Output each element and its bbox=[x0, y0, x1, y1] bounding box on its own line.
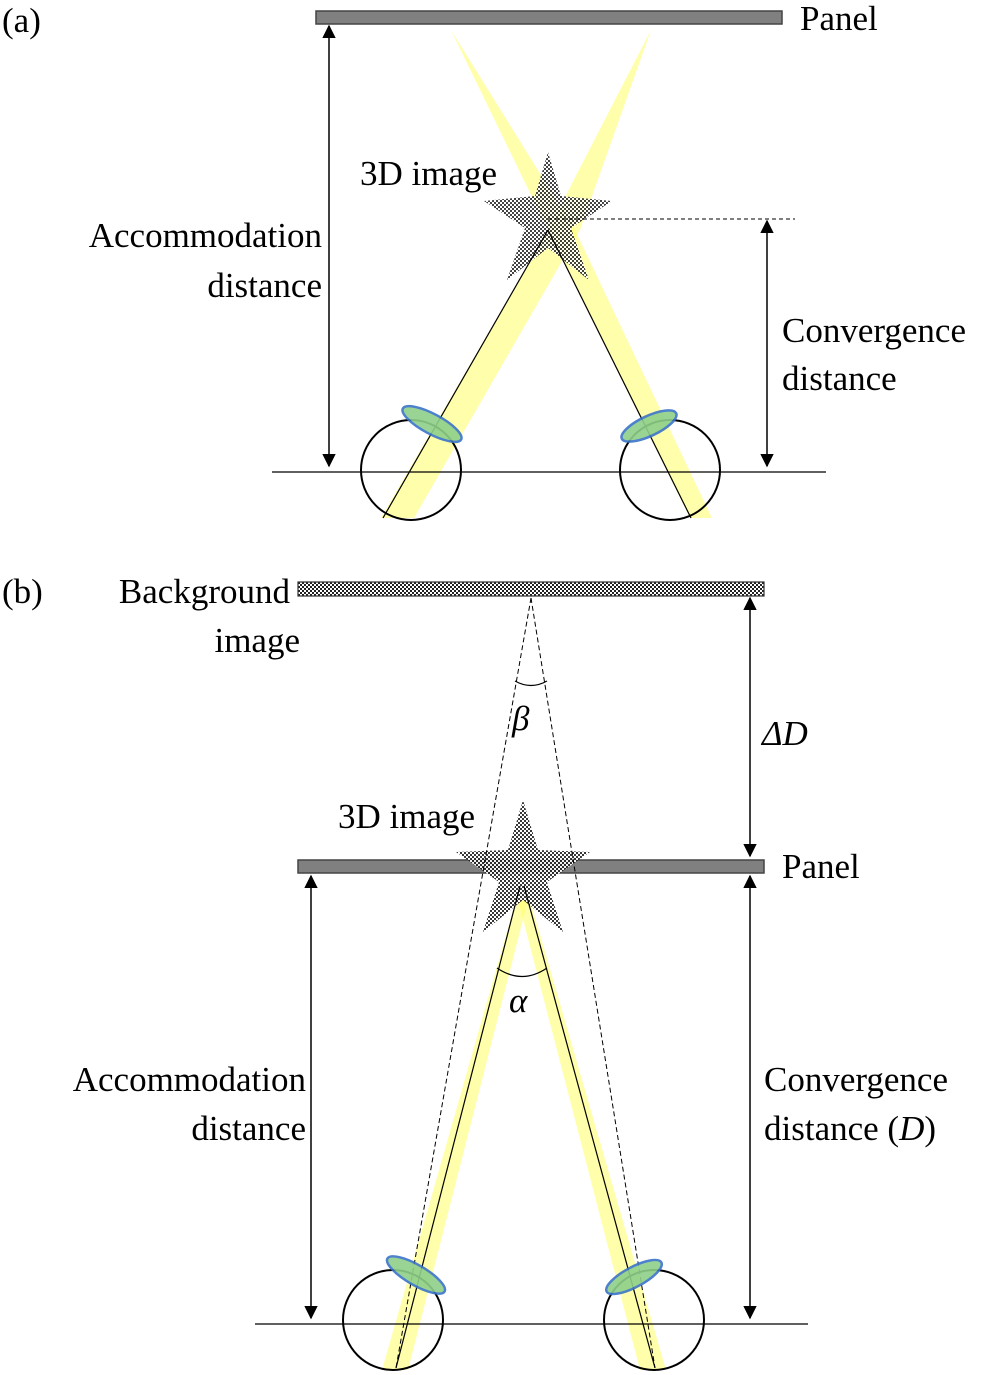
left-lens-a bbox=[401, 404, 463, 444]
panel-b-tag: (b) bbox=[2, 572, 43, 611]
dashed-ray-left-b bbox=[395, 597, 532, 1369]
accommodation-label-b-line1: Accommodation bbox=[73, 1060, 306, 1099]
dashed-ray-right-b bbox=[530, 597, 656, 1369]
background-label-line1: Background bbox=[119, 572, 291, 611]
background-image-plane bbox=[297, 581, 765, 597]
accommodation-label-b-line2: distance bbox=[191, 1109, 306, 1148]
convergence-label-b-close: ) bbox=[924, 1109, 936, 1148]
convergence-label-a-line1: Convergence bbox=[782, 311, 966, 350]
panel-a-tag: (a) bbox=[2, 1, 41, 40]
convergence-variable-d: D bbox=[898, 1109, 924, 1148]
background-label-line2: image bbox=[214, 621, 300, 660]
panel-label-a: Panel bbox=[800, 0, 878, 38]
convergence-label-b-text: distance ( bbox=[764, 1109, 899, 1148]
image-label-a: 3D image bbox=[360, 154, 497, 193]
alpha-angle-arc bbox=[496, 967, 548, 978]
accommodation-label-a-line1: Accommodation bbox=[89, 216, 322, 255]
light-beam-left-b bbox=[382, 900, 528, 1370]
ray-right-a bbox=[547, 229, 692, 519]
display-panel-a bbox=[315, 10, 783, 25]
accommodation-label-a-line2: distance bbox=[207, 266, 322, 305]
convergence-label-a-line2: distance bbox=[782, 359, 897, 398]
image-label-b: 3D image bbox=[338, 797, 475, 836]
panel-b: (b) Background image Panel 3D image β α … bbox=[2, 572, 948, 1371]
convergence-label-b-line1: Convergence bbox=[764, 1060, 948, 1099]
ray-right-b bbox=[523, 885, 656, 1369]
alpha-label: α bbox=[509, 981, 528, 1020]
star-3d-image-b bbox=[456, 800, 590, 932]
panel-label-b: Panel bbox=[782, 847, 860, 886]
beta-label: β bbox=[511, 699, 530, 738]
ray-left-b bbox=[395, 885, 521, 1369]
right-lens-b bbox=[604, 1258, 664, 1296]
convergence-label-b-line2: distance (D) bbox=[764, 1109, 936, 1148]
delta-d-label: ΔD bbox=[760, 714, 808, 753]
right-lens-a bbox=[620, 409, 678, 443]
ray-left-a bbox=[382, 229, 549, 519]
star-3d-image-a bbox=[484, 152, 612, 280]
panel-a: (a) Panel 3D image Accommodation distanc… bbox=[2, 0, 966, 521]
left-lens-b bbox=[385, 1255, 447, 1295]
beta-angle-arc bbox=[514, 680, 548, 687]
light-beam-left-a bbox=[381, 30, 651, 518]
